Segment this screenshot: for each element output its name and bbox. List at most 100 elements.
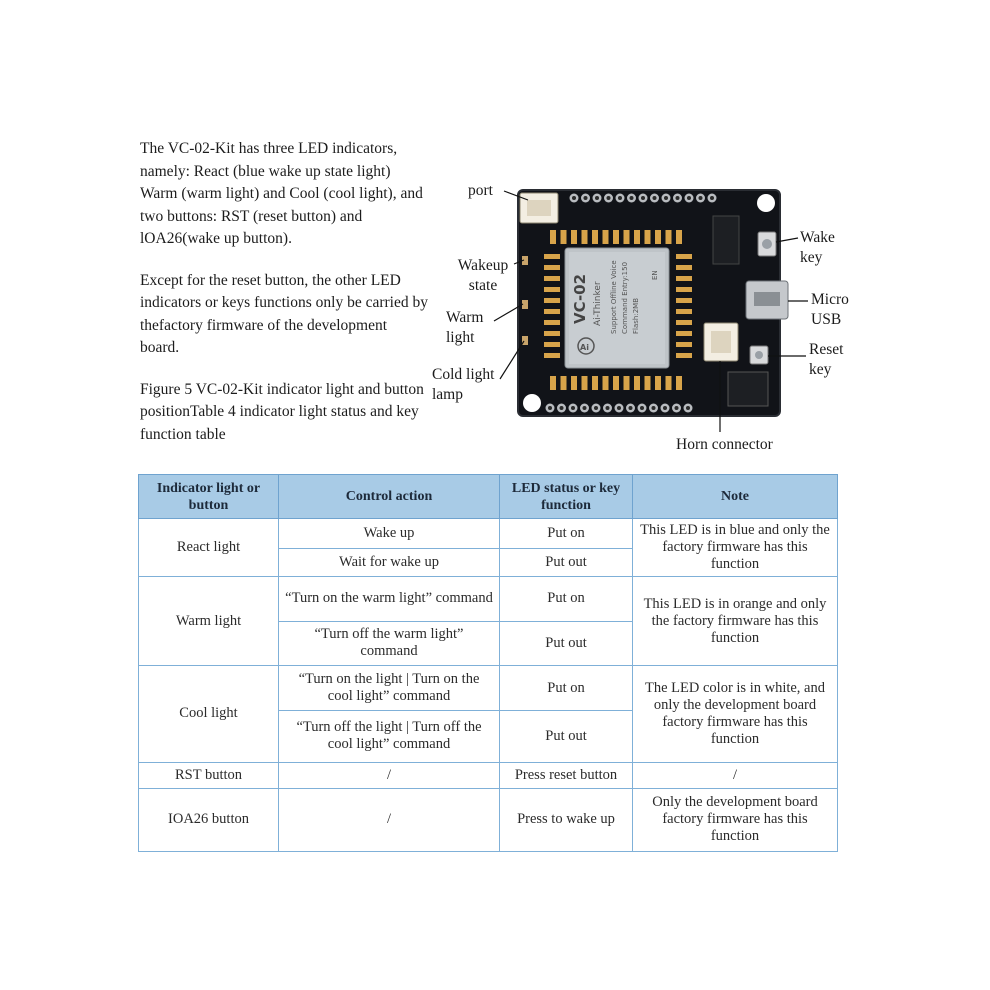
module-pad xyxy=(676,276,692,281)
module-pad xyxy=(655,230,661,244)
module-text-1: Support Offline Voice xyxy=(610,260,618,334)
warm-leader xyxy=(493,303,524,322)
module-pad xyxy=(571,230,577,244)
module-pad xyxy=(676,376,682,390)
status-cell: Put out xyxy=(499,620,633,667)
status-cell: Press reset button xyxy=(499,761,633,789)
status-cell: Put on xyxy=(499,665,633,711)
reset-key-cap xyxy=(755,351,763,359)
module-pad xyxy=(602,230,609,244)
module-shield xyxy=(569,252,665,364)
module-pad xyxy=(560,230,567,244)
table-row: Warm light “Turn on the warm light” comm… xyxy=(138,575,838,667)
indicator-cell: IOA26 button xyxy=(138,787,279,853)
wake-key-leader xyxy=(775,237,799,243)
status-cell: Put on xyxy=(499,517,633,550)
header-indicator: Indicator light or button xyxy=(138,474,279,519)
table-row: Wait for wake up Put out xyxy=(139,548,838,577)
pin-hole-center xyxy=(594,406,598,410)
module-pad xyxy=(676,287,692,292)
note-cell: This LED is in blue and only the factory… xyxy=(632,518,838,577)
micro-usb-opening xyxy=(754,292,780,306)
module-pad xyxy=(676,265,692,270)
pin-hole-center xyxy=(572,196,576,200)
table-row: IOA26 button / Press to wake up Only the… xyxy=(138,787,838,853)
pin-hole-center xyxy=(629,196,634,200)
pin-hole-center xyxy=(559,406,564,410)
module-pad xyxy=(544,320,560,325)
module-pad xyxy=(544,331,560,336)
ic-chip xyxy=(712,215,740,265)
mounting-hole xyxy=(523,394,541,412)
module-pad xyxy=(644,376,651,390)
callout-micro-usb: Micro USB xyxy=(811,291,849,328)
board-diagram: VC-02 Ai-Thinker Support Offline Voice C… xyxy=(493,189,808,432)
action-cell: “Turn off the warm light” command xyxy=(278,620,500,667)
port-leader xyxy=(503,190,529,201)
pin-hole-center xyxy=(651,406,656,410)
pin-hole-center xyxy=(686,406,690,410)
callout-reset-key: Reset key xyxy=(809,341,844,378)
warm-led xyxy=(522,300,528,309)
table-header-row: Indicator light or button Control action… xyxy=(138,474,838,519)
module-pad xyxy=(571,376,577,390)
module-code: EN xyxy=(651,270,659,280)
pin-hole-center xyxy=(674,406,679,410)
module-pad xyxy=(665,376,672,390)
status-cell: Put out xyxy=(499,548,633,577)
pin-hole-center xyxy=(571,406,575,410)
module-pad xyxy=(560,376,567,390)
table-row: “Turn off the light | Turn off the cool … xyxy=(139,709,838,763)
intro-paragraph-2: Except for the reset button, the other L… xyxy=(140,271,428,357)
note-cell: This LED is in orange and only the facto… xyxy=(632,575,838,667)
intro-text: The VC-02-Kit has three LED indicators, … xyxy=(140,138,430,465)
table-row: RST button / Press reset button / xyxy=(138,761,838,789)
wakeup-led xyxy=(522,256,528,265)
module-pad xyxy=(550,230,556,244)
header-note: Note xyxy=(632,474,838,519)
indicator-cell: Cool light xyxy=(138,665,279,763)
pin-hole-center xyxy=(617,406,621,410)
module-pad xyxy=(676,298,692,303)
module-pad xyxy=(581,376,588,390)
status-cell: Put on xyxy=(499,575,633,622)
module-brand: Ai-Thinker xyxy=(593,281,603,326)
module-text-3: Flash:2MB xyxy=(632,298,640,334)
module-pad xyxy=(544,287,560,292)
indicator-cell: Warm light xyxy=(138,575,279,667)
module-pad xyxy=(613,376,619,390)
pin-hole-center xyxy=(548,406,552,410)
module-pad xyxy=(544,298,560,303)
port-socket xyxy=(527,200,551,216)
table-row: “Turn off the warm light” command Put ou… xyxy=(139,620,838,667)
pin-hole-center xyxy=(664,196,668,200)
mounting-hole xyxy=(757,194,775,212)
module-pad xyxy=(676,331,692,336)
module-pad xyxy=(623,376,630,390)
pin-hole-center xyxy=(663,406,667,410)
module-pad xyxy=(676,320,692,325)
module-pad xyxy=(613,230,619,244)
status-cell: Put out xyxy=(499,709,633,763)
module-pad xyxy=(676,230,682,244)
cold-led xyxy=(522,336,528,345)
module-pad xyxy=(634,230,640,244)
header-control-action: Control action xyxy=(278,474,500,519)
wakeup-leader xyxy=(513,259,525,265)
pin-hole-center xyxy=(641,196,645,200)
callout-horn-connector: Horn connector xyxy=(676,436,773,453)
callout-wakeup-state: Wakeup state xyxy=(457,257,509,294)
header-led-status: LED status or key function xyxy=(499,474,633,519)
top-pin-header xyxy=(569,193,717,203)
pin-hole-center xyxy=(583,196,588,200)
wake-key-cap xyxy=(762,239,772,249)
module-pad xyxy=(544,342,560,347)
module-pad xyxy=(676,342,692,347)
regulator xyxy=(727,371,769,407)
indicator-cell: React light xyxy=(138,518,279,577)
module-pad xyxy=(665,230,672,244)
action-cell: “Turn on the warm light” command xyxy=(278,575,500,622)
module-pad xyxy=(592,230,598,244)
board-figure: VC-02 Ai-Thinker Support Offline Voice C… xyxy=(428,176,868,466)
pin-hole-center xyxy=(595,196,599,200)
